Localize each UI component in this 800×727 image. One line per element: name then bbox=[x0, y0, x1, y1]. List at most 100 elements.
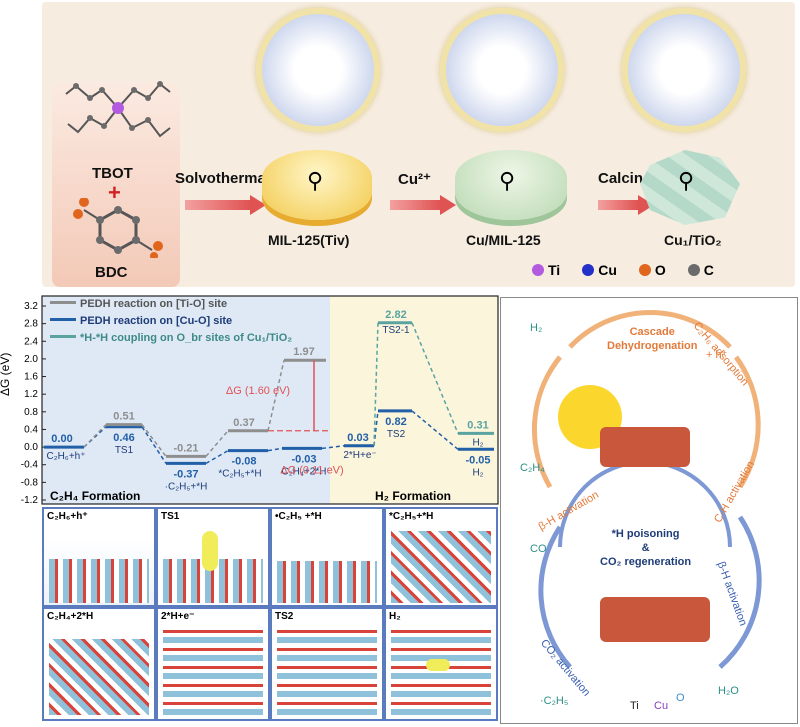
tbot-molecule bbox=[65, 81, 171, 138]
state-label: TS2 bbox=[387, 429, 406, 440]
connector-line bbox=[411, 322, 459, 434]
y-tick-label: -0.4 bbox=[21, 460, 39, 471]
step-cu: Cu²⁺ bbox=[398, 171, 431, 188]
connector-line bbox=[267, 447, 283, 452]
arrow-3 bbox=[598, 200, 638, 210]
cycle-h2-top: H₂ bbox=[530, 322, 543, 334]
legend-o: O bbox=[638, 262, 666, 278]
cycle-poison-title: *H poisoning&CO₂ regeneration bbox=[600, 528, 692, 568]
value-label: -0.03 bbox=[291, 453, 316, 465]
state-label: *C₂H₅+*H bbox=[218, 469, 261, 480]
legend-line-gray bbox=[50, 301, 76, 304]
y-tick-label: 2.0 bbox=[24, 354, 38, 365]
value-label: -0.21 bbox=[173, 442, 198, 454]
state-label: 2*H+e⁻ bbox=[343, 450, 376, 461]
connector-line bbox=[205, 449, 229, 465]
legend-cu-o: PEDH reaction on [Cu-O] site bbox=[50, 313, 292, 330]
value-label: 0.37 bbox=[233, 417, 254, 429]
cu-mil125-structure-zoom bbox=[440, 8, 564, 132]
element-legend: Ti Cu O C bbox=[532, 262, 714, 278]
state-label: TS2-1 bbox=[382, 325, 410, 336]
plus-sign: + bbox=[108, 180, 121, 205]
cu1-tio2-structure-zoom bbox=[622, 8, 746, 132]
state-label: C₂H₆+h⁺ bbox=[46, 451, 85, 462]
c2h4-formation-label: C₂H₄ Formation bbox=[50, 489, 141, 503]
slab-icon bbox=[49, 559, 149, 603]
slab-icon bbox=[49, 639, 149, 715]
y-tick-label: 0.0 bbox=[24, 442, 38, 453]
connector-line bbox=[83, 424, 107, 448]
slab-icon bbox=[391, 629, 491, 715]
cycle-co: CO bbox=[530, 543, 547, 555]
value-label: -0.37 bbox=[173, 468, 198, 480]
step-solvothermal: Solvothermal bbox=[175, 170, 271, 187]
c2h4-section-bg bbox=[42, 296, 330, 504]
magnifier-icon: ⚲ bbox=[499, 168, 516, 193]
value-label: -0.05 bbox=[465, 454, 490, 466]
y-tick-label: 1.2 bbox=[24, 389, 38, 400]
cu-atom-icon bbox=[582, 264, 595, 276]
structure-2h: 2*H+e⁻ bbox=[156, 607, 270, 721]
y-tick-label: -0.8 bbox=[21, 477, 39, 488]
y-tick-label: 2.4 bbox=[24, 336, 38, 347]
mil125-structure-zoom bbox=[256, 8, 380, 132]
state-label: ·C₂H₅+*H bbox=[165, 481, 208, 492]
bdc-molecule bbox=[73, 198, 163, 258]
cycle-ti-label: Ti bbox=[630, 700, 639, 712]
cycle-cu-label: Cu bbox=[654, 700, 669, 712]
structure-ts2: TS2 bbox=[270, 607, 384, 721]
structure-grid: C₂H₆+h⁺ TS1 •C₂H₅ +*H *C₂H₅+*H C₂H₄+2*H … bbox=[42, 507, 500, 721]
magnifier-icon: ⚲ bbox=[678, 168, 695, 193]
value-label: 0.03 bbox=[347, 432, 368, 444]
tbot-label: TBOT bbox=[92, 165, 133, 182]
structure-h2: H₂ bbox=[384, 607, 498, 721]
slab-icon bbox=[163, 629, 263, 715]
structure-c2h5-adsorbed: *C₂H₅+*H bbox=[384, 507, 498, 607]
connector-line bbox=[321, 445, 345, 450]
structure-ts1: TS1 bbox=[156, 507, 270, 607]
cycle-c2h4: C₂H₄ bbox=[520, 462, 545, 474]
cu-mil125-label: Cu/MIL-125 bbox=[466, 232, 541, 248]
cu1-tio2-label: Cu₁/TiO₂ bbox=[664, 232, 722, 248]
energy-profile-chart: 3.22.82.42.01.61.20.80.40.0-0.4-0.8-1.2 … bbox=[21, 295, 499, 506]
value-label: -0.08 bbox=[231, 456, 256, 468]
legend-line-teal bbox=[50, 335, 76, 338]
value-label: 0.46 bbox=[113, 432, 134, 444]
connector-line bbox=[141, 426, 167, 464]
legend-h-h: *H-*H coupling on O_br sites of Cu₁/TiO₂ bbox=[50, 330, 292, 347]
cycle-h2o: H₂O bbox=[718, 685, 739, 697]
y-tick-label: -1.2 bbox=[21, 495, 39, 506]
value-label: 1.97 bbox=[293, 346, 314, 358]
c-atom-icon bbox=[687, 264, 700, 276]
o-atom-icon bbox=[638, 264, 651, 276]
value-label: 2.82 bbox=[385, 309, 406, 321]
legend-cu: Cu bbox=[582, 262, 617, 278]
connector-line bbox=[411, 410, 459, 450]
cycle-h-plus-1: + h⁺ bbox=[706, 349, 728, 361]
arrow-2 bbox=[390, 200, 440, 210]
plot-frame bbox=[41, 295, 499, 505]
connector-line bbox=[373, 410, 379, 446]
state-label: H₂ bbox=[472, 467, 483, 478]
mil125-label: MIL-125(Tiv) bbox=[268, 232, 350, 248]
cycle-arrows bbox=[531, 310, 762, 669]
ti-atom-icon bbox=[532, 264, 544, 276]
connector-line bbox=[83, 426, 107, 448]
slab-icon bbox=[391, 531, 491, 603]
state-label: TS1 bbox=[115, 445, 134, 456]
slab-icon bbox=[277, 629, 377, 715]
structure-c2h5-radical: •C₂H₅ +*H bbox=[270, 507, 384, 607]
y-tick-label: 3.2 bbox=[24, 301, 38, 312]
bdc-label: BDC bbox=[95, 264, 128, 281]
value-label: 0.51 bbox=[113, 411, 134, 423]
cu1-tio2-fragments bbox=[640, 150, 740, 225]
cycle-c2h5: ·C₂H₅ bbox=[540, 695, 569, 707]
arrow-2-head bbox=[440, 195, 456, 215]
charge-density-icon bbox=[202, 531, 218, 571]
catalyst-slab-top bbox=[600, 427, 690, 467]
legend-ti: Ti bbox=[532, 262, 560, 278]
state-label: C₂H₄+2*H bbox=[282, 466, 327, 477]
value-label: 0.00 bbox=[51, 433, 72, 445]
value-label: 0.31 bbox=[467, 419, 488, 431]
